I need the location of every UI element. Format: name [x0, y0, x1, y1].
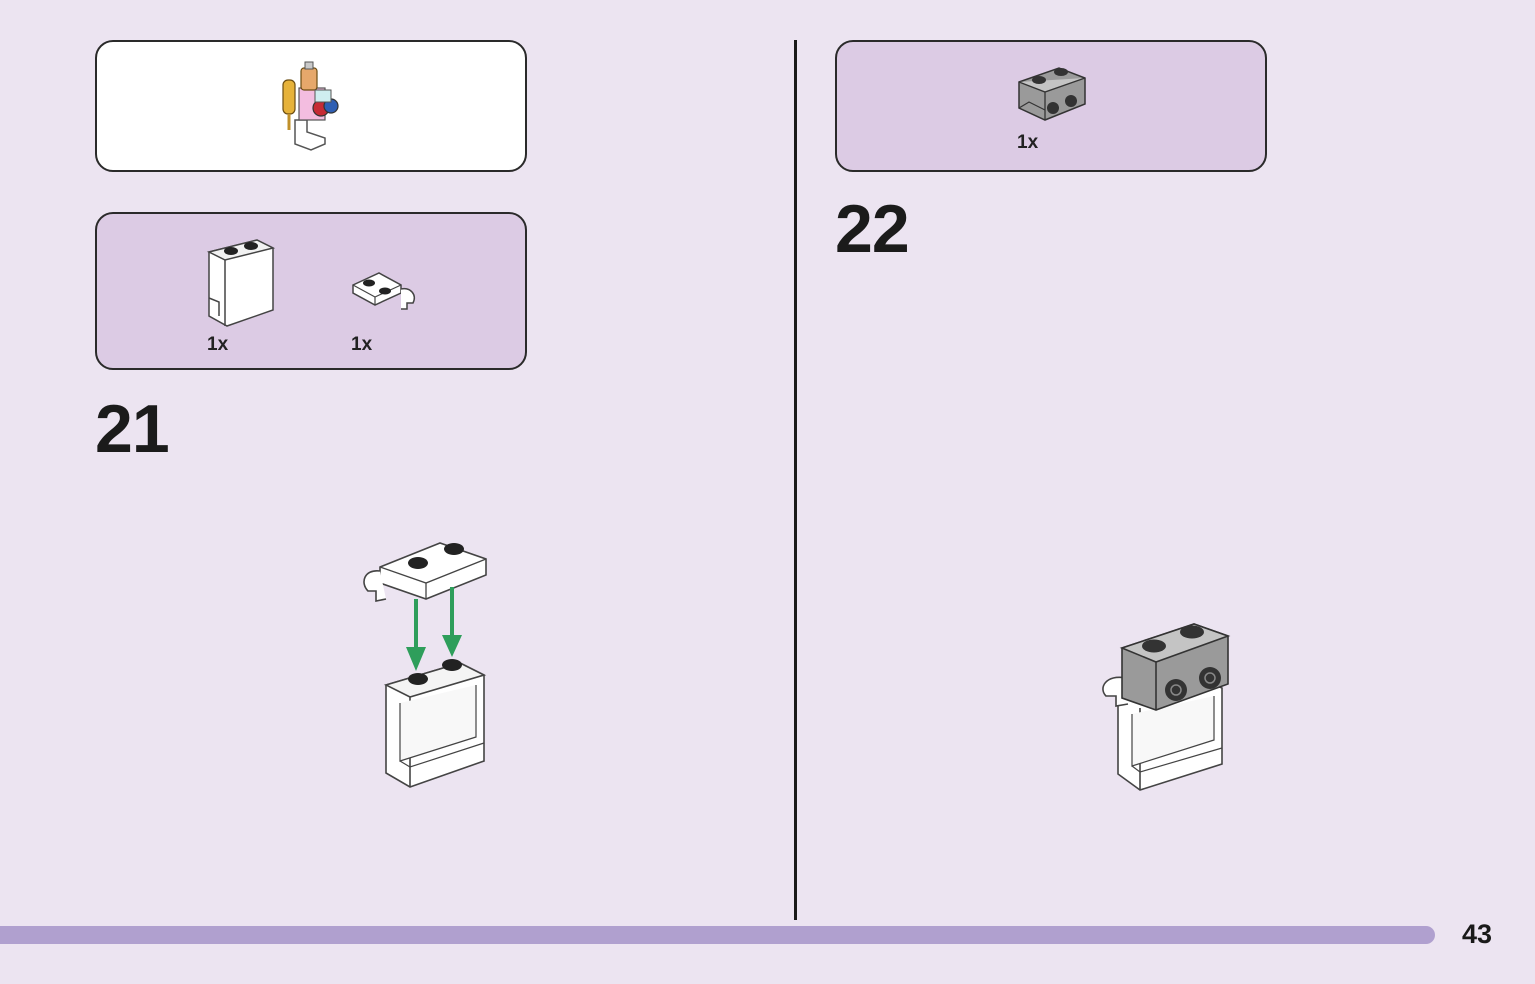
green-arrow-head [442, 635, 462, 657]
green-arrow-head [406, 647, 426, 671]
part-qty-label: 1x [351, 334, 373, 355]
vanity-stand-icon [282, 61, 339, 151]
page-progress-bar [0, 926, 1435, 944]
step-22-assembly-illustration [1102, 623, 1231, 791]
part-qty-label: 1x [1017, 132, 1039, 153]
step-number: 21 [95, 391, 170, 467]
parts-list-panel: 1x 1x [95, 212, 527, 370]
step-21-assembly-illustration [363, 542, 487, 788]
white-clip-plate-icon [352, 272, 415, 310]
submodel-callout [95, 40, 527, 172]
page-divider [794, 40, 797, 920]
grey-bracket-brick-icon [1018, 67, 1086, 121]
part-qty-label: 1x [207, 334, 229, 355]
page-number: 43 [1462, 919, 1493, 949]
white-panel-brick-icon [206, 239, 276, 327]
parts-list-panel: 1x [835, 40, 1267, 172]
step-number: 22 [835, 191, 910, 267]
